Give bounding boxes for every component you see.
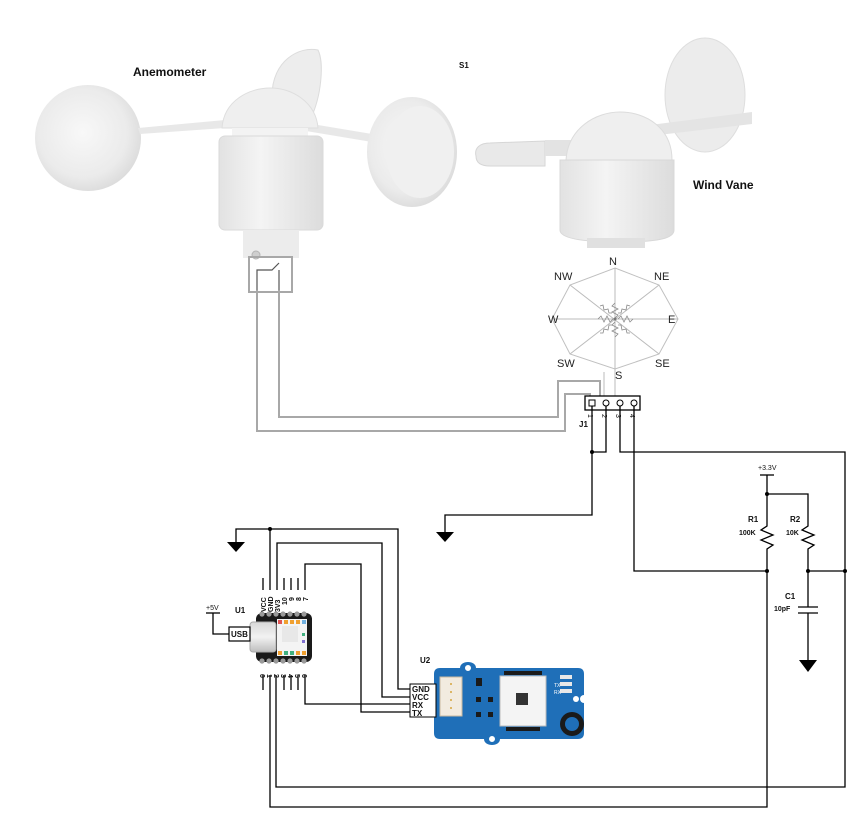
direction-SW: SW xyxy=(557,358,575,370)
ground-symbol-j1 xyxy=(436,532,454,542)
wind-vane-body xyxy=(559,159,675,243)
wind-vane: Wind Vane xyxy=(475,37,754,248)
reed-switch-s1 xyxy=(248,256,293,293)
anemometer-dome xyxy=(221,87,319,129)
svg-text:4: 4 xyxy=(628,414,635,418)
svg-text:0: 0 xyxy=(258,674,265,678)
connector-body xyxy=(584,395,641,411)
power-3v3-label: +3.3V xyxy=(758,465,777,472)
r2-value: 10K xyxy=(786,530,799,537)
ground-symbol-u1 xyxy=(227,542,245,552)
svg-text:1: 1 xyxy=(586,414,593,418)
svg-text:7: 7 xyxy=(303,597,310,601)
anemometer-wire-2 xyxy=(278,290,601,418)
power-5v-label: +5V xyxy=(206,605,219,612)
c1-ref: C1 xyxy=(785,592,796,601)
svg-text:2: 2 xyxy=(272,674,279,678)
wind-vane-label: Wind Vane xyxy=(693,178,754,192)
connector-ref-label: J1 xyxy=(579,420,588,429)
svg-text:3: 3 xyxy=(279,674,286,678)
pin-3 xyxy=(616,399,624,407)
svg-text:1: 1 xyxy=(265,674,272,678)
direction-N: N xyxy=(609,256,617,268)
svg-text:3V3: 3V3 xyxy=(275,599,282,612)
svg-text:9: 9 xyxy=(289,597,296,601)
svg-text:3: 3 xyxy=(614,414,621,418)
anemometer-arm-left xyxy=(138,120,225,134)
module-pin-rx: RX xyxy=(412,701,424,710)
direction-E: E xyxy=(668,314,675,326)
svg-text:8: 8 xyxy=(296,597,303,601)
svg-text:VCC: VCC xyxy=(261,597,268,612)
svg-text:GND: GND xyxy=(268,596,275,612)
anemometer: Anemometer xyxy=(35,48,457,260)
pin-2 xyxy=(602,399,610,407)
qr-code xyxy=(516,693,528,705)
r1-ref: R1 xyxy=(748,515,759,524)
svg-text:RX: RX xyxy=(554,690,562,696)
pin-1 xyxy=(588,399,596,407)
wind-vane-resistor-network: N NE E SE S SW W NW xyxy=(548,256,679,382)
module-ref-label: U2 xyxy=(420,656,431,665)
svg-text:6: 6 xyxy=(300,674,307,678)
wind-vane-tail-fin xyxy=(664,37,746,153)
r1-value: 100K xyxy=(739,530,756,537)
module-pin-gnd: GND xyxy=(412,685,430,694)
direction-W: W xyxy=(548,314,559,326)
svg-text:10: 10 xyxy=(282,597,289,605)
mcu-ref-label: U1 xyxy=(235,606,246,615)
direction-S: S xyxy=(615,370,622,382)
module-pin-tx: TX xyxy=(412,709,423,718)
direction-SE: SE xyxy=(655,358,670,370)
direction-NW: NW xyxy=(554,271,573,283)
c1-value: 10pF xyxy=(774,606,791,613)
module-u2: U2 TX RX xyxy=(409,656,588,745)
usb-label: USB xyxy=(231,630,248,639)
anemometer-wire-1 xyxy=(256,290,591,432)
connector-j1: 1 2 3 4 J1 xyxy=(579,395,641,429)
switch-contact xyxy=(256,262,280,290)
module-pin-vcc: VCC xyxy=(412,693,429,702)
svg-text:TX: TX xyxy=(554,683,561,689)
switch-ref-label: S1 xyxy=(459,61,469,70)
usb-label-box xyxy=(228,626,251,642)
wind-vane-dome xyxy=(565,111,673,161)
usb-c-connector[interactable] xyxy=(249,621,277,653)
wind-vane-pointer xyxy=(475,140,546,167)
anemometer-shaft xyxy=(243,230,299,258)
module-pin-box xyxy=(409,683,437,718)
direction-NE: NE xyxy=(654,271,669,283)
grove-connector xyxy=(439,676,463,717)
pin-4 xyxy=(630,399,638,407)
r2-ref: R2 xyxy=(790,515,801,524)
sensor-wires xyxy=(256,290,616,432)
anemometer-body xyxy=(218,135,324,231)
ground-symbol-c1 xyxy=(799,660,817,672)
anemometer-label: Anemometer xyxy=(133,65,207,79)
switch-box xyxy=(248,256,293,293)
anemometer-cup-left xyxy=(35,85,141,191)
svg-text:2: 2 xyxy=(600,414,607,418)
svg-text:5: 5 xyxy=(293,674,300,678)
junction-dots xyxy=(268,450,847,573)
circuit-wires xyxy=(206,406,846,808)
mcu-u1: VCC GND 3V3 10 9 8 7 0 1 2 3 4 5 6 xyxy=(206,578,312,720)
svg-text:4: 4 xyxy=(286,674,293,678)
